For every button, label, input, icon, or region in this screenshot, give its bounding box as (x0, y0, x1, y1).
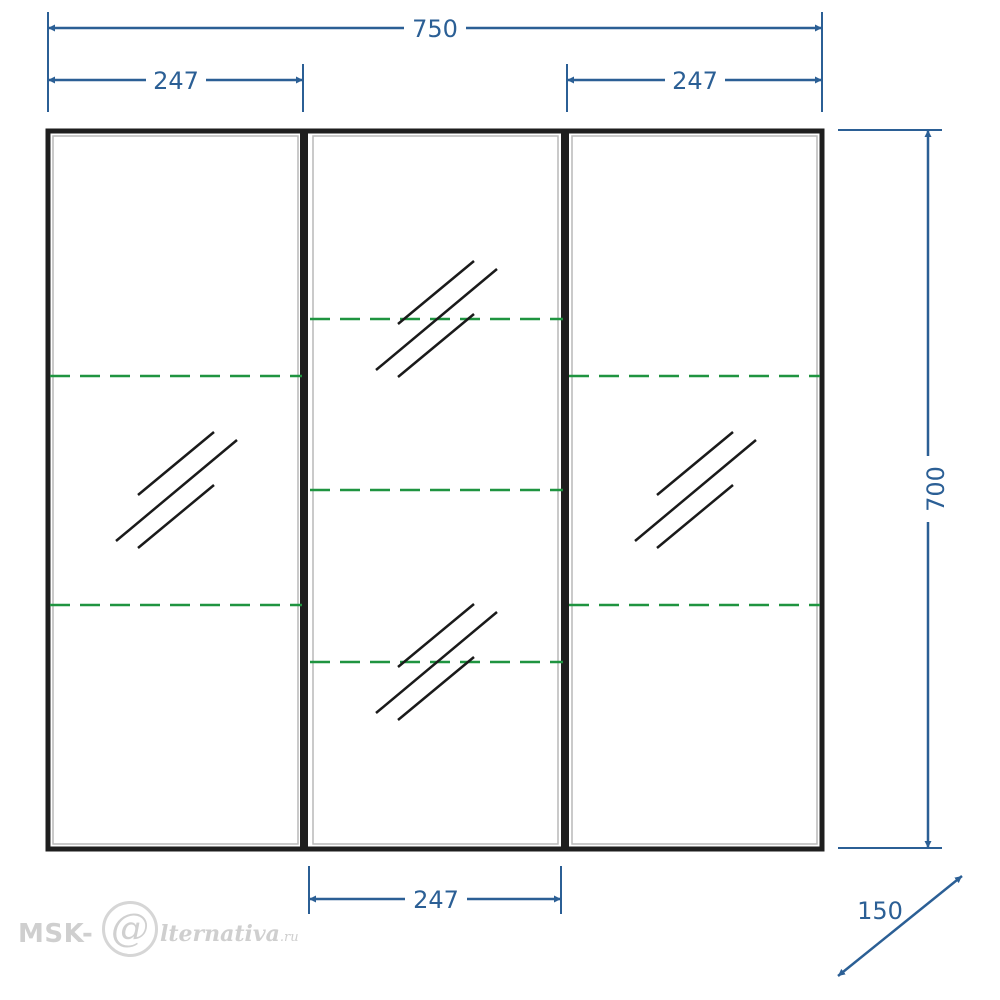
logo-tld: .ru (279, 930, 299, 945)
watermark-logo: MSK- @ lternativa.ru (18, 901, 348, 965)
logo-at-icon: @ (102, 901, 158, 957)
mirror-reflection-icon-middle-top (375, 260, 498, 378)
dimension-right-door-label: 247 (672, 67, 718, 95)
logo-prefix: MSK- (18, 919, 94, 949)
dimension-left-door: 247 (48, 67, 303, 95)
left-door-panel (52, 135, 299, 845)
dimension-height-label: 700 (922, 466, 950, 512)
logo-suffix: lternativa.ru (160, 921, 299, 947)
dimension-middle-door-label: 247 (413, 886, 459, 914)
dimension-height: 700 (922, 130, 950, 848)
mirror-reflection-icon-middle-bottom (375, 603, 498, 721)
dimension-middle-door: 247 (309, 886, 561, 914)
dimension-right-door: 247 (567, 67, 822, 95)
dimension-depth: 150 (837, 875, 963, 977)
mirror-reflection-icon-left (115, 431, 238, 549)
dimension-left-door-label: 247 (153, 67, 199, 95)
dimension-depth-label: 150 (857, 897, 903, 925)
dimension-overall-width-label: 750 (412, 15, 458, 43)
logo-suffix-text: lternativa (160, 921, 280, 947)
right-door-panel (571, 135, 818, 845)
dimension-overall-width: 750 (48, 15, 822, 43)
mirror-reflection-icon-right (634, 431, 757, 549)
glass-reflections (115, 260, 757, 721)
